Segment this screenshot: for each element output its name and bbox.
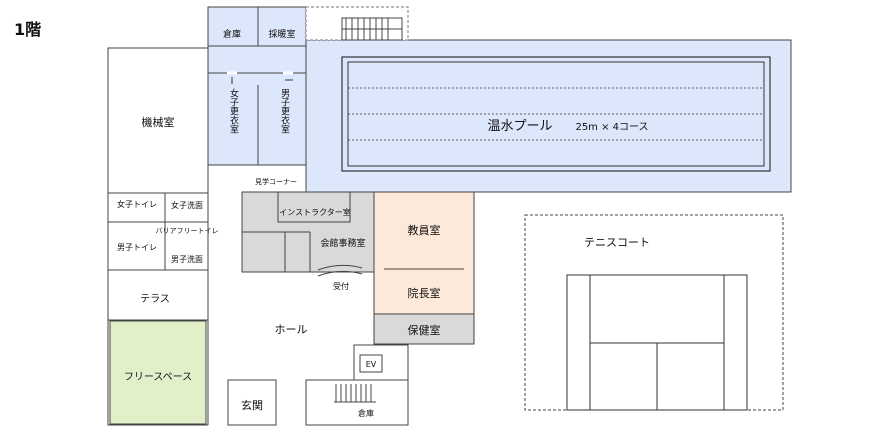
free-space-area — [109, 320, 207, 425]
left-wing-walls — [107, 47, 209, 426]
room-men-washroom: 男子洗面 — [171, 254, 203, 264]
room-health: 保健室 — [408, 323, 441, 337]
room-office: 会館事務室 — [320, 237, 365, 249]
room-free-space: フリースペース — [124, 372, 192, 383]
office-block — [241, 191, 375, 277]
pool-wing — [207, 6, 792, 193]
bottom-walls — [227, 344, 409, 426]
tennis-court-area — [524, 214, 784, 411]
staff-block — [373, 191, 475, 315]
bottom-stairs — [334, 384, 376, 403]
room-instructor: インストラクター室 — [279, 207, 351, 217]
room-men-locker: 男子更衣室 — [279, 88, 290, 133]
pool-name: 温水プール — [487, 119, 552, 134]
floor-title: 1階 — [14, 20, 41, 39]
room-storage-bottom: 倉庫 — [358, 408, 374, 418]
room-women-washroom: 女子洗面 — [171, 200, 203, 210]
room-viewing-corner: 見学コーナー — [255, 177, 297, 186]
room-principal: 院長室 — [408, 286, 441, 300]
room-barrier-free-toilet: バリアフリートイレ — [156, 227, 219, 235]
room-staff: 教員室 — [408, 223, 441, 237]
pool-lanes: 25m × 4コース — [575, 122, 648, 133]
room-entrance: 玄関 — [241, 398, 263, 412]
room-storage-top: 倉庫 — [223, 28, 241, 40]
room-elevator: EV — [366, 360, 377, 369]
room-women-toilet: 女子トイレ — [117, 199, 157, 209]
room-tennis-court: テニスコート — [584, 236, 650, 249]
room-machine: 機械室 — [142, 115, 175, 129]
room-reception: 受付 — [333, 281, 349, 291]
room-men-toilet: 男子トイレ — [117, 243, 157, 252]
room-women-locker: 女子更衣室 — [228, 87, 239, 133]
room-hall: ホール — [275, 323, 308, 336]
health-room-area — [373, 313, 475, 345]
room-heating: 採暖室 — [268, 28, 295, 40]
room-terrace: テラス — [140, 293, 170, 305]
